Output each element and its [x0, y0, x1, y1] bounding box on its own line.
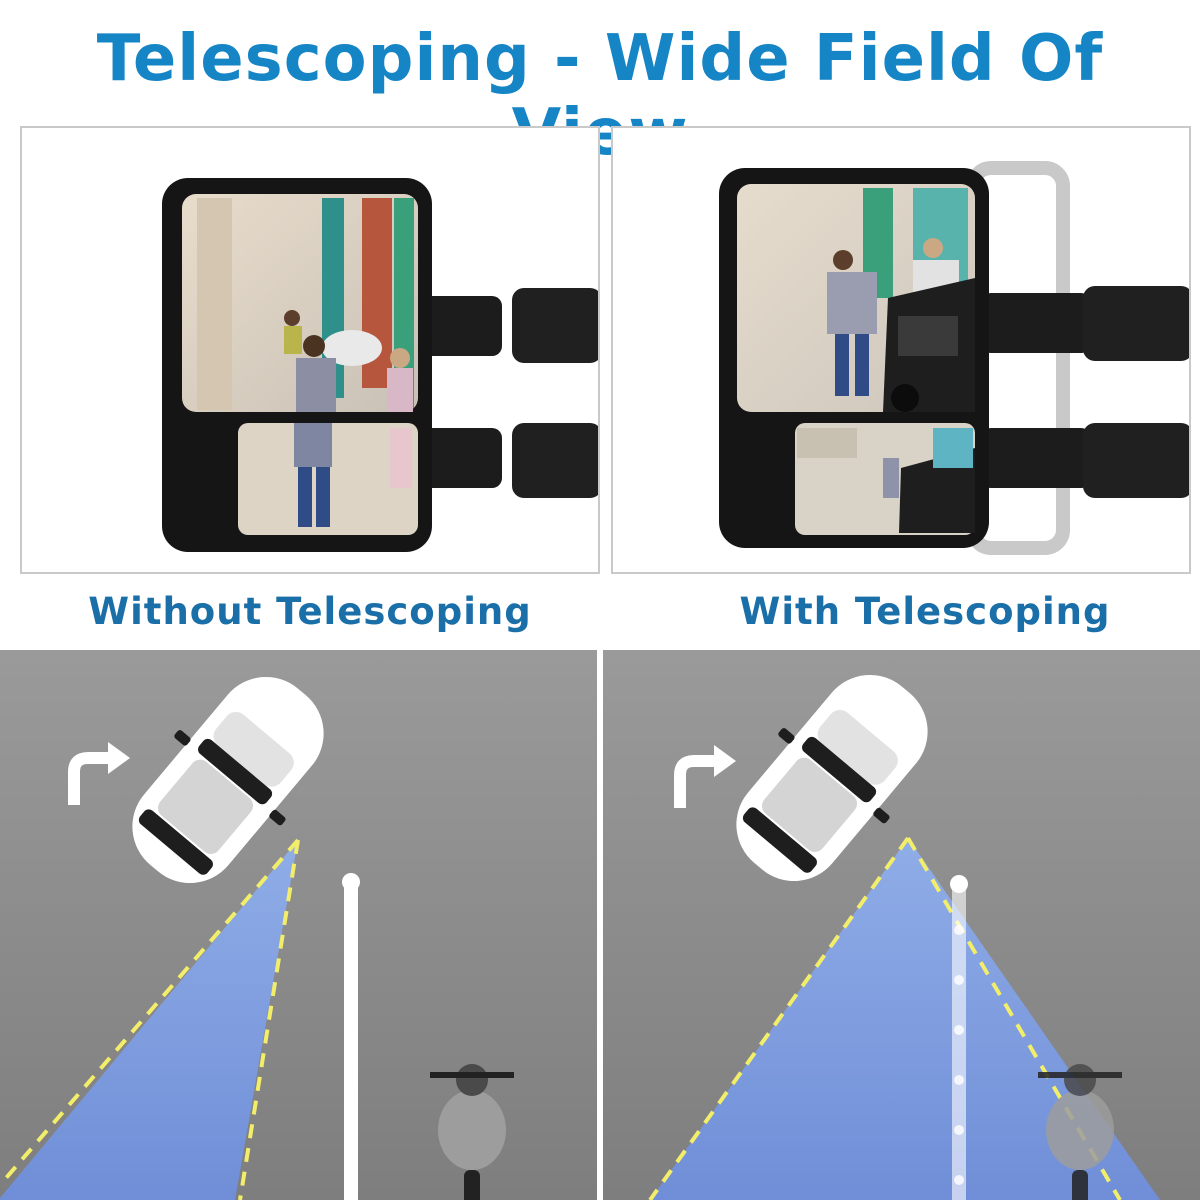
- mirror-panel-without-telescoping: [20, 126, 600, 574]
- caption-without-telescoping: Without Telescoping: [88, 590, 532, 633]
- turn-right-arrow-icon: [68, 742, 130, 805]
- field-of-view-diagram: [0, 644, 1200, 1204]
- diagram-without-telescoping: [0, 646, 514, 1204]
- towing-mirror-icon: [719, 161, 1189, 555]
- diagram-with-telescoping: [648, 644, 1160, 1204]
- caption-with-telescoping: With Telescoping: [739, 590, 1111, 633]
- turn-right-arrow-icon: [674, 745, 736, 808]
- mirror-panel-with-telescoping: [611, 126, 1191, 574]
- towing-mirror-icon: [162, 178, 598, 552]
- road-diagram: [0, 644, 1200, 1204]
